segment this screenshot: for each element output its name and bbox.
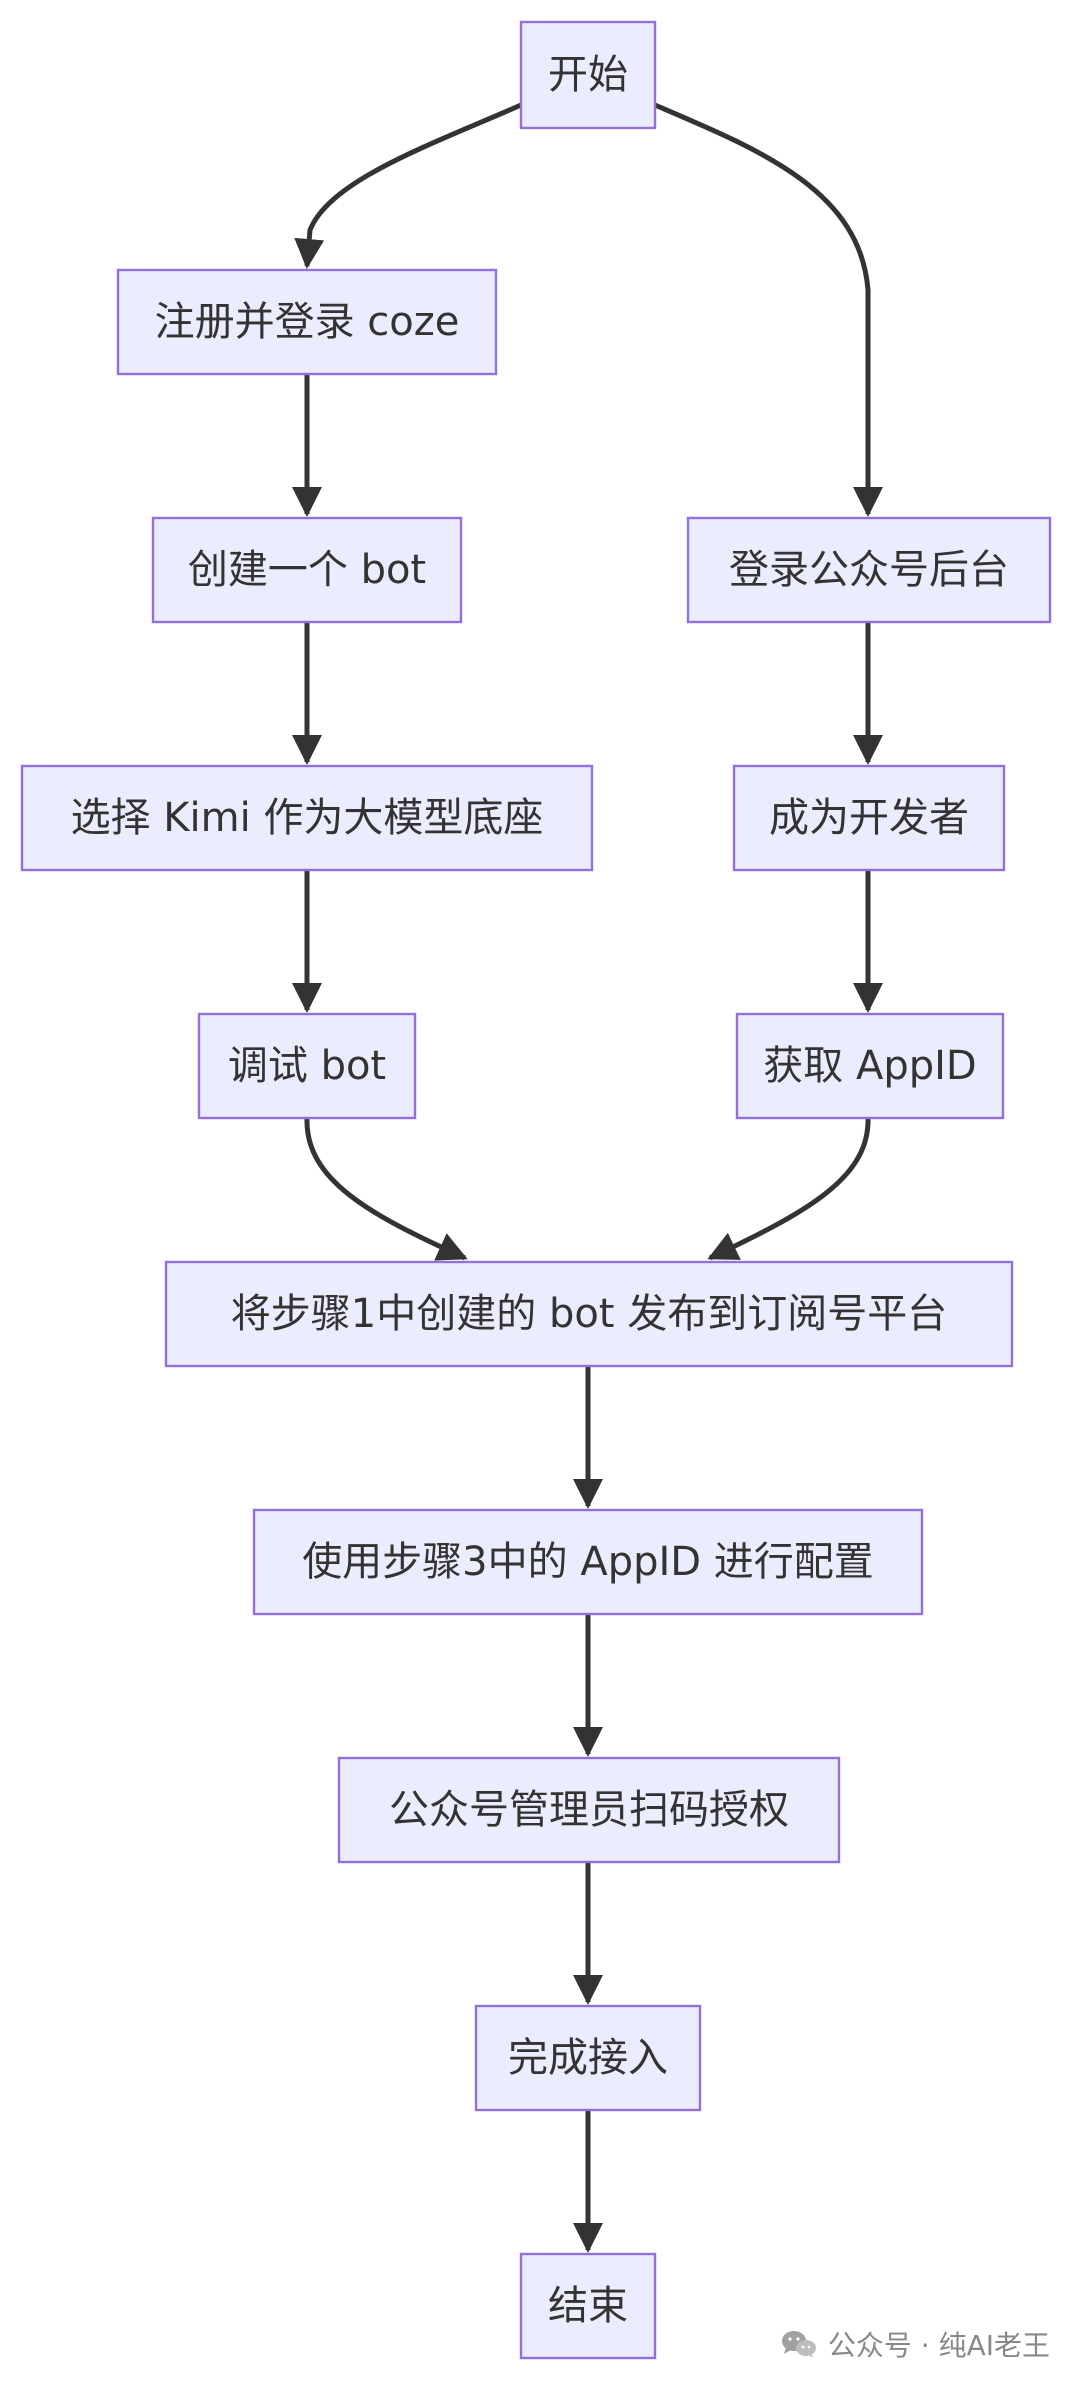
node-login-mp: 登录公众号后台 — [686, 516, 1052, 624]
node-choose-kimi: 选择 Kimi 作为大模型底座 — [20, 764, 594, 872]
edge-start-register — [294, 102, 523, 269]
node-get-appid-label: 获取 AppID — [763, 1043, 976, 1089]
node-configure-label: 使用步骤3中的 AppID 进行配置 — [302, 1539, 874, 1585]
node-register-coze-label: 注册并登录 coze — [155, 299, 460, 345]
node-become-dev: 成为开发者 — [732, 764, 1006, 872]
watermark: 公众号 · 纯AI老王 — [780, 2324, 1050, 2364]
node-authorize-label: 公众号管理员扫码授权 — [389, 1787, 789, 1833]
node-choose-kimi-label: 选择 Kimi 作为大模型底座 — [71, 795, 544, 841]
edge-debug-publish — [304, 1117, 468, 1261]
edge-start-login — [654, 102, 883, 517]
watermark-text: 公众号 · 纯AI老王 — [827, 2329, 1050, 2362]
wechat-icon — [781, 2331, 816, 2358]
node-create-bot: 创建一个 bot — [151, 516, 463, 624]
node-configure: 使用步骤3中的 AppID 进行配置 — [252, 1508, 924, 1616]
node-authorize: 公众号管理员扫码授权 — [337, 1756, 841, 1864]
node-start-label: 开始 — [548, 52, 628, 98]
node-publish: 将步骤1中创建的 bot 发布到订阅号平台 — [164, 1260, 1014, 1368]
edge-get-publish — [707, 1117, 871, 1261]
node-register-coze: 注册并登录 coze — [116, 268, 498, 376]
node-start: 开始 — [519, 20, 657, 130]
node-debug-bot-label: 调试 bot — [228, 1043, 386, 1089]
node-end-label: 结束 — [548, 2283, 628, 2329]
node-debug-bot: 调试 bot — [197, 1012, 417, 1120]
node-become-dev-label: 成为开发者 — [769, 795, 969, 841]
node-get-appid: 获取 AppID — [735, 1012, 1005, 1120]
node-finish-label: 完成接入 — [508, 2035, 668, 2081]
node-end: 结束 — [519, 2252, 657, 2360]
node-publish-label: 将步骤1中创建的 bot 发布到订阅号平台 — [231, 1291, 947, 1337]
node-create-bot-label: 创建一个 bot — [188, 547, 426, 593]
node-login-mp-label: 登录公众号后台 — [729, 547, 1009, 593]
node-finish: 完成接入 — [474, 2004, 702, 2112]
